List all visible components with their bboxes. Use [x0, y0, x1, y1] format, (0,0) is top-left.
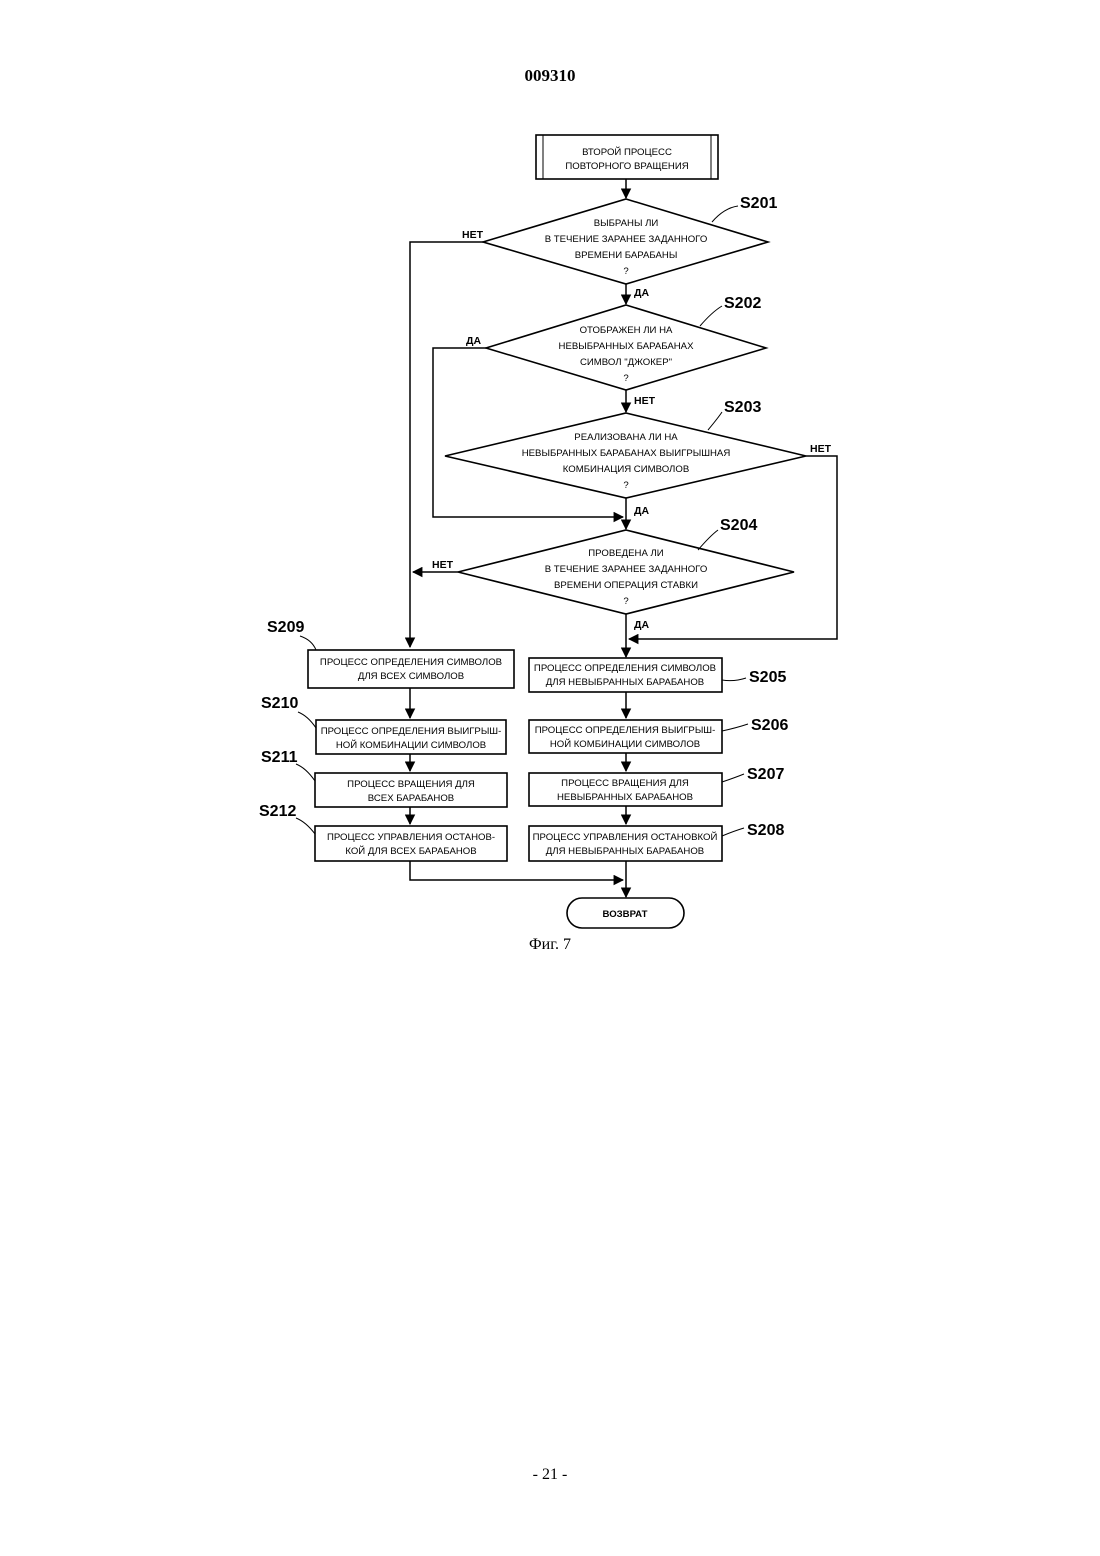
step-label-s206: S206	[751, 717, 788, 734]
step-label-s212: S212	[259, 803, 296, 820]
process-s210: ПРОЦЕСС ОПРЕДЕЛЕНИЯ ВЫИГРЫШ- НОЙ КОМБИНА…	[261, 695, 506, 754]
svg-text:ДЛЯ ВСЕХ СИМВОЛОВ: ДЛЯ ВСЕХ СИМВОЛОВ	[358, 671, 464, 682]
svg-text:КОЙ ДЛЯ ВСЕХ БАРАБАНОВ: КОЙ ДЛЯ ВСЕХ БАРАБАНОВ	[345, 845, 476, 857]
svg-text:В ТЕЧЕНИЕ ЗАРАНЕЕ ЗАДАННОГО: В ТЕЧЕНИЕ ЗАРАНЕЕ ЗАДАННОГО	[545, 564, 708, 575]
svg-text:НЕВЫБРАННЫХ БАРАБАНАХ ВЫИГРЫШН: НЕВЫБРАННЫХ БАРАБАНАХ ВЫИГРЫШНАЯ	[522, 448, 731, 459]
svg-text:СИМВОЛ "ДЖОКЕР": СИМВОЛ "ДЖОКЕР"	[580, 357, 672, 368]
svg-text:ВРЕМЕНИ ОПЕРАЦИЯ СТАВКИ: ВРЕМЕНИ ОПЕРАЦИЯ СТАВКИ	[554, 580, 698, 591]
svg-text:ПРОЦЕСС УПРАВЛЕНИЯ ОСТАНОВКОЙ: ПРОЦЕСС УПРАВЛЕНИЯ ОСТАНОВКОЙ	[533, 831, 718, 843]
branch-s203-yes: ДА	[634, 505, 649, 517]
svg-text:ДЛЯ НЕВЫБРАННЫХ БАРАБАНОВ: ДЛЯ НЕВЫБРАННЫХ БАРАБАНОВ	[546, 846, 704, 857]
decision-s202: ОТОБРАЖЕН ЛИ НА НЕВЫБРАННЫХ БАРАБАНАХ СИ…	[486, 295, 766, 390]
branch-s204-no: НЕТ	[432, 559, 454, 571]
svg-text:НОЙ КОМБИНАЦИИ СИМВОЛОВ: НОЙ КОМБИНАЦИИ СИМВОЛОВ	[550, 738, 700, 750]
step-label-s204: S204	[720, 517, 757, 534]
step-label-s202: S202	[724, 295, 761, 312]
decision-s203: РЕАЛИЗОВАНА ЛИ НА НЕВЫБРАННЫХ БАРАБАНАХ …	[445, 399, 806, 498]
branch-s201-yes: ДА	[634, 287, 649, 299]
start-line-2: ПОВТОРНОГО ВРАЩЕНИЯ	[565, 161, 688, 172]
svg-text:НОЙ КОМБИНАЦИИ СИМВОЛОВ: НОЙ КОМБИНАЦИИ СИМВОЛОВ	[336, 739, 486, 751]
svg-text:ПРОЦЕСС ВРАЩЕНИЯ ДЛЯ: ПРОЦЕСС ВРАЩЕНИЯ ДЛЯ	[347, 779, 475, 790]
process-s207: ПРОЦЕСС ВРАЩЕНИЯ ДЛЯ НЕВЫБРАННЫХ БАРАБАН…	[529, 766, 784, 806]
decision-s201: ВЫБРАНЫ ЛИ В ТЕЧЕНИЕ ЗАРАНЕЕ ЗАДАННОГО В…	[483, 195, 777, 284]
svg-text:ПРОВЕДЕНА ЛИ: ПРОВЕДЕНА ЛИ	[588, 548, 664, 559]
process-s205: ПРОЦЕСС ОПРЕДЕЛЕНИЯ СИМВОЛОВ ДЛЯ НЕВЫБРА…	[529, 658, 786, 692]
process-s208: ПРОЦЕСС УПРАВЛЕНИЯ ОСТАНОВКОЙ ДЛЯ НЕВЫБР…	[529, 822, 784, 861]
figure-caption: Фиг. 7	[529, 936, 571, 953]
step-label-s210: S210	[261, 695, 298, 712]
svg-text:ПРОЦЕСС УПРАВЛЕНИЯ ОСТАНОВ-: ПРОЦЕСС УПРАВЛЕНИЯ ОСТАНОВ-	[327, 832, 495, 843]
start-line-1: ВТОРОЙ ПРОЦЕСС	[582, 146, 672, 158]
page-number: - 21 -	[0, 1466, 1100, 1484]
branch-s204-yes: ДА	[634, 619, 649, 631]
process-s212: ПРОЦЕСС УПРАВЛЕНИЯ ОСТАНОВ- КОЙ ДЛЯ ВСЕХ…	[259, 803, 507, 861]
svg-text:НЕВЫБРАННЫХ БАРАБАНОВ: НЕВЫБРАННЫХ БАРАБАНОВ	[557, 792, 693, 803]
svg-text:ОТОБРАЖЕН ЛИ НА: ОТОБРАЖЕН ЛИ НА	[580, 325, 673, 336]
svg-text:ВРЕМЕНИ БАРАБАНЫ: ВРЕМЕНИ БАРАБАНЫ	[575, 250, 678, 261]
svg-text:?: ?	[623, 480, 628, 491]
step-label-s211: S211	[261, 749, 298, 766]
svg-text:КОМБИНАЦИЯ СИМВОЛОВ: КОМБИНАЦИЯ СИМВОЛОВ	[563, 464, 689, 475]
step-label-s208: S208	[747, 822, 784, 839]
svg-text:ВСЕХ БАРАБАНОВ: ВСЕХ БАРАБАНОВ	[368, 793, 454, 804]
svg-text:ПРОЦЕСС ОПРЕДЕЛЕНИЯ ВЫИГРЫШ-: ПРОЦЕСС ОПРЕДЕЛЕНИЯ ВЫИГРЫШ-	[321, 726, 502, 737]
svg-text:?: ?	[623, 373, 628, 384]
svg-text:ВЫБРАНЫ ЛИ: ВЫБРАНЫ ЛИ	[594, 218, 659, 229]
svg-text:ПРОЦЕСС ОПРЕДЕЛЕНИЯ ВЫИГРЫШ-: ПРОЦЕСС ОПРЕДЕЛЕНИЯ ВЫИГРЫШ-	[535, 725, 716, 736]
svg-text:ПРОЦЕСС ОПРЕДЕЛЕНИЯ СИМВОЛОВ: ПРОЦЕСС ОПРЕДЕЛЕНИЯ СИМВОЛОВ	[320, 657, 502, 668]
svg-text:ПРОЦЕСС ВРАЩЕНИЯ ДЛЯ: ПРОЦЕСС ВРАЩЕНИЯ ДЛЯ	[561, 778, 689, 789]
step-label-s209: S209	[267, 619, 304, 636]
svg-text:?: ?	[623, 596, 628, 607]
branch-s201-no: НЕТ	[462, 229, 484, 241]
process-s211: ПРОЦЕСС ВРАЩЕНИЯ ДЛЯ ВСЕХ БАРАБАНОВ S211	[261, 749, 507, 807]
process-s206: ПРОЦЕСС ОПРЕДЕЛЕНИЯ ВЫИГРЫШ- НОЙ КОМБИНА…	[529, 717, 788, 753]
step-label-s207: S207	[747, 766, 784, 783]
branch-s202-yes: ДА	[466, 335, 481, 347]
step-label-s203: S203	[724, 399, 761, 416]
svg-text:ПРОЦЕСС ОПРЕДЕЛЕНИЯ СИМВОЛОВ: ПРОЦЕСС ОПРЕДЕЛЕНИЯ СИМВОЛОВ	[534, 663, 716, 674]
step-label-s205: S205	[749, 669, 786, 686]
svg-text:ДЛЯ НЕВЫБРАННЫХ БАРАБАНОВ: ДЛЯ НЕВЫБРАННЫХ БАРАБАНОВ	[546, 677, 704, 688]
step-label-s201: S201	[740, 195, 777, 212]
end-terminal: ВОЗВРАТ	[567, 898, 684, 928]
svg-text:В ТЕЧЕНИЕ ЗАРАНЕЕ ЗАДАННОГО: В ТЕЧЕНИЕ ЗАРАНЕЕ ЗАДАННОГО	[545, 234, 708, 245]
end-label: ВОЗВРАТ	[603, 909, 648, 920]
process-s209: ПРОЦЕСС ОПРЕДЕЛЕНИЯ СИМВОЛОВ ДЛЯ ВСЕХ СИ…	[267, 619, 514, 688]
decision-s204: ПРОВЕДЕНА ЛИ В ТЕЧЕНИЕ ЗАРАНЕЕ ЗАДАННОГО…	[458, 517, 794, 614]
svg-text:НЕВЫБРАННЫХ БАРАБАНАХ: НЕВЫБРАННЫХ БАРАБАНАХ	[559, 341, 695, 352]
branch-s202-no: НЕТ	[634, 395, 656, 407]
svg-text:РЕАЛИЗОВАНА ЛИ НА: РЕАЛИЗОВАНА ЛИ НА	[574, 432, 678, 443]
svg-text:?: ?	[623, 266, 628, 277]
start-terminal: ВТОРОЙ ПРОЦЕСС ПОВТОРНОГО ВРАЩЕНИЯ	[536, 135, 718, 179]
branch-s203-no: НЕТ	[810, 443, 832, 455]
